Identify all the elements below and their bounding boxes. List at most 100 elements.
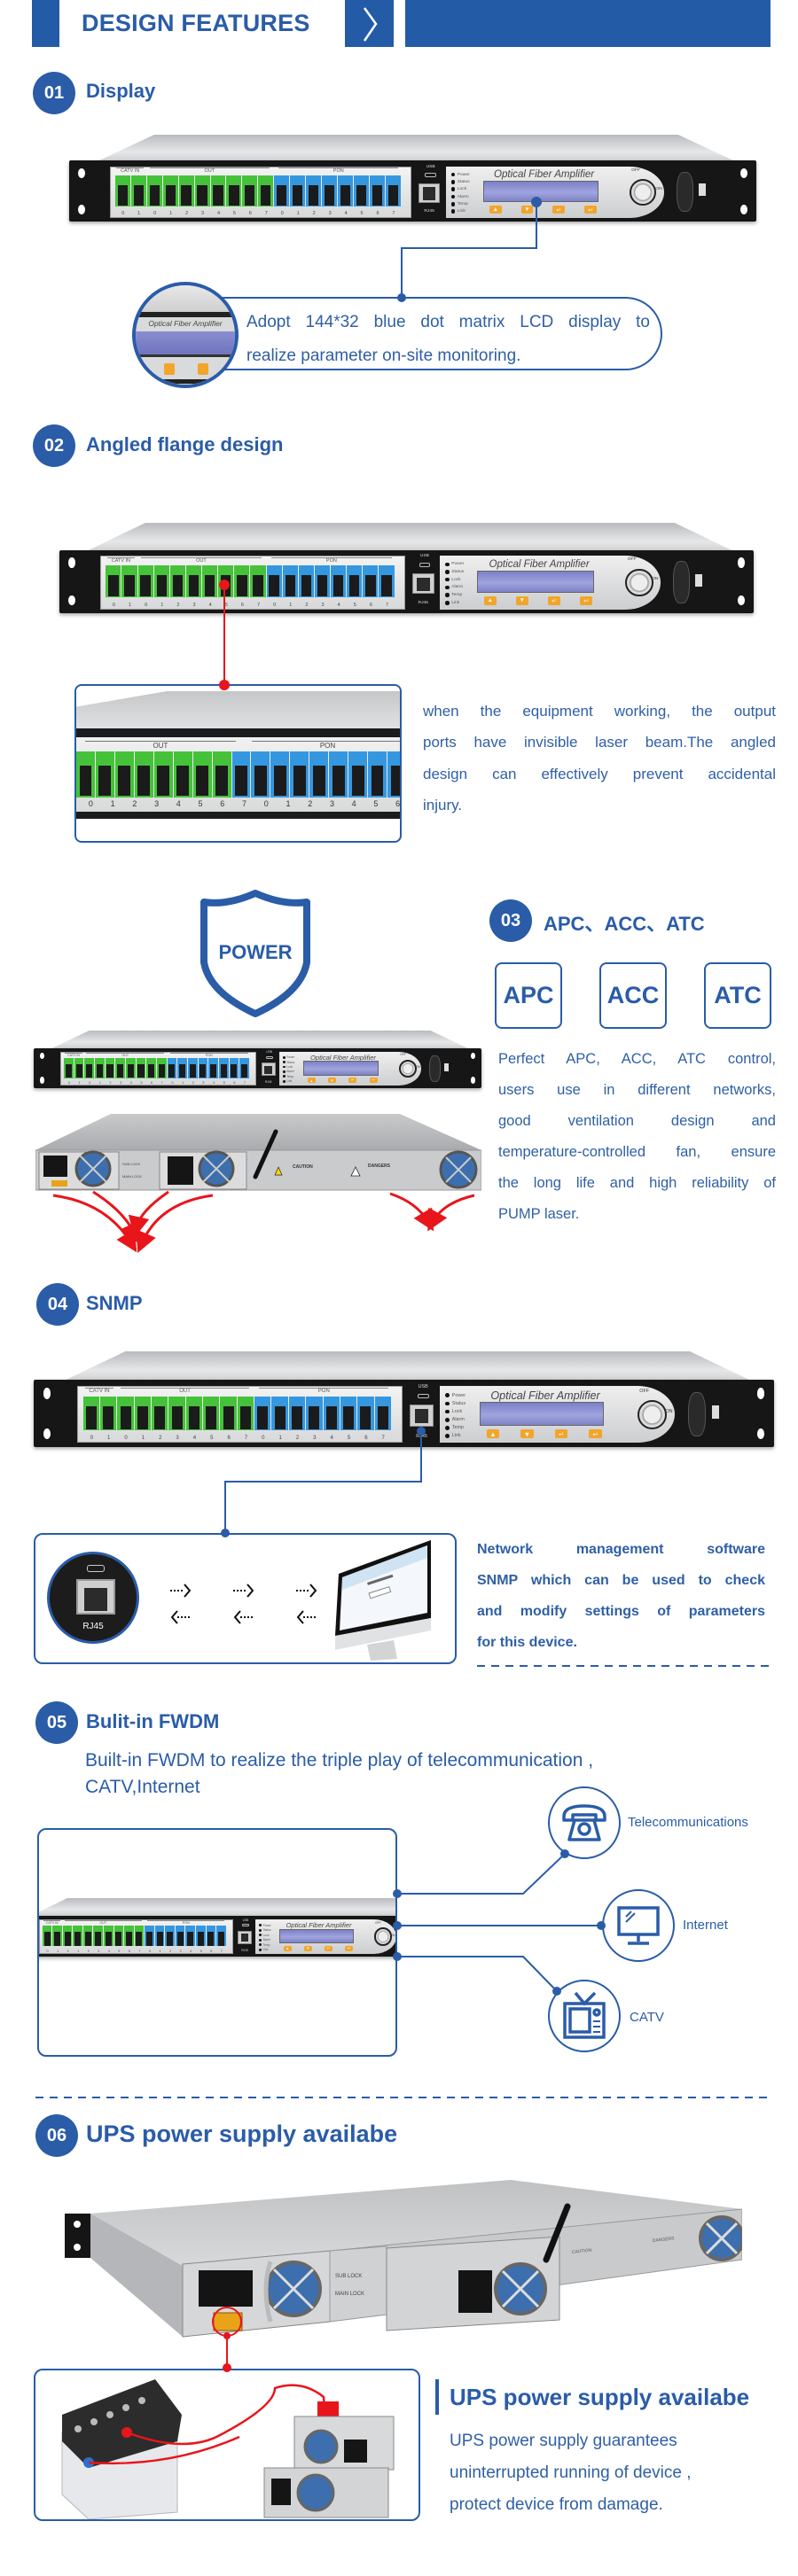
fiber-port — [106, 564, 121, 598]
status-led: Link — [445, 601, 472, 605]
status-led: Lock — [445, 578, 472, 582]
fiber-port — [357, 1396, 374, 1431]
internet-monitor-icon — [602, 1889, 675, 1962]
fiber-port — [198, 1057, 208, 1078]
catv-in-label: CATV IN — [65, 1052, 82, 1057]
rj45-port — [261, 1062, 276, 1076]
main-lock-label: MAIN LOCK — [335, 2292, 364, 2297]
television-icon — [548, 1980, 621, 2052]
rj45-port — [238, 1930, 252, 1944]
port-number: 4 — [192, 1436, 197, 1442]
fiber-port — [168, 1396, 185, 1431]
port-number: 6 — [369, 602, 372, 608]
up-button: ▲ — [489, 205, 502, 214]
port-number: 3 — [313, 1436, 317, 1442]
device-name-label: Optical Fiber Amplifier — [148, 319, 223, 328]
status-led: Lock — [445, 1409, 473, 1414]
fiber-port — [192, 751, 212, 798]
port-number: 4 — [330, 1436, 333, 1442]
device-name-label: Optical Fiber Amplifier — [286, 1921, 352, 1930]
fiber-port — [42, 1926, 52, 1947]
device-name-label: Optical Fiber Amplifier — [310, 1053, 376, 1062]
fiber-port — [82, 1926, 93, 1947]
port-number: 6 — [210, 1949, 213, 1953]
fiber-port — [387, 751, 400, 798]
status-led: Status — [282, 1061, 300, 1064]
status-led: Status — [258, 1928, 276, 1932]
power-switch — [673, 561, 690, 603]
fiber-port — [363, 564, 379, 598]
port-number: 0 — [66, 1949, 69, 1953]
out-group-label: OUT — [85, 741, 236, 750]
port-number: 1 — [296, 210, 300, 216]
device-name-label: Optical Fiber Amplifier — [494, 169, 595, 181]
port-number: 5 — [140, 1080, 143, 1085]
fiber-port — [226, 175, 242, 207]
status-led: Lock — [258, 1934, 276, 1937]
port-number: 0 — [263, 799, 269, 808]
text-line: for this device. — [477, 1635, 577, 1650]
enter-button: ↵ — [554, 1429, 568, 1439]
port-number: 1 — [78, 1080, 81, 1085]
section-number-badge: 06 — [35, 2114, 78, 2157]
pon-group-label: PON — [259, 1387, 389, 1395]
ups-description-line: protect device from damage. — [450, 2495, 663, 2514]
port-number: 5 — [198, 799, 203, 808]
text-line: injury. — [423, 797, 463, 813]
fiber-port — [177, 1057, 187, 1078]
status-led: Alarm — [282, 1070, 300, 1073]
rj45-label: RJ45 — [424, 209, 434, 214]
port-number: 1 — [77, 1949, 80, 1953]
lcd-screen — [482, 180, 599, 203]
port-number: 1 — [137, 210, 141, 216]
fiber-port — [74, 1057, 84, 1078]
port-number: 0 — [171, 1080, 174, 1085]
fiber-port — [229, 1057, 239, 1078]
fiber-port — [212, 751, 231, 798]
fiber-port — [354, 175, 370, 207]
key-lock-icon — [629, 178, 657, 206]
down-button: ▼ — [520, 1429, 534, 1439]
fiber-port — [348, 751, 368, 798]
fiber-port — [258, 175, 274, 207]
fiber-port — [73, 1926, 82, 1947]
rj45-label: RJ45 — [241, 1948, 248, 1952]
fiber-port — [239, 1057, 249, 1078]
port-number: 1 — [57, 1949, 59, 1953]
fiber-port — [154, 1926, 165, 1947]
status-led: Temp — [258, 1943, 276, 1947]
port-number: 2 — [87, 1949, 90, 1953]
dangers-label: DANGERS — [368, 1163, 391, 1169]
port-number: 5 — [232, 210, 236, 216]
chassis-top — [51, 1031, 468, 1049]
telecom-connector — [397, 1853, 566, 1895]
port-number: 4 — [129, 1080, 132, 1085]
text-line: realize parameter on-site monitoring. — [246, 346, 521, 365]
port-number: 1 — [169, 210, 173, 216]
caution-label: CAUTION — [293, 1164, 313, 1170]
status-led: Lock — [282, 1065, 300, 1069]
power-supply-unit — [293, 2416, 395, 2471]
fiber-port — [347, 564, 363, 598]
text-line: PUMP laser. — [498, 1206, 580, 1222]
port-number: 3 — [154, 799, 160, 808]
power-supply-unit — [263, 2467, 389, 2518]
pon-group-label: PON — [278, 167, 399, 175]
port-number: 4 — [213, 1080, 215, 1085]
status-led: Power — [258, 1924, 276, 1927]
section-number-badge: 02 — [33, 424, 75, 467]
port-number: 5 — [373, 799, 379, 808]
port-number: 4 — [351, 799, 356, 808]
fiber-port — [203, 1396, 220, 1431]
port-number: 0 — [90, 1436, 94, 1442]
fiber-port — [374, 1396, 391, 1431]
port-number: 2 — [192, 1080, 194, 1085]
